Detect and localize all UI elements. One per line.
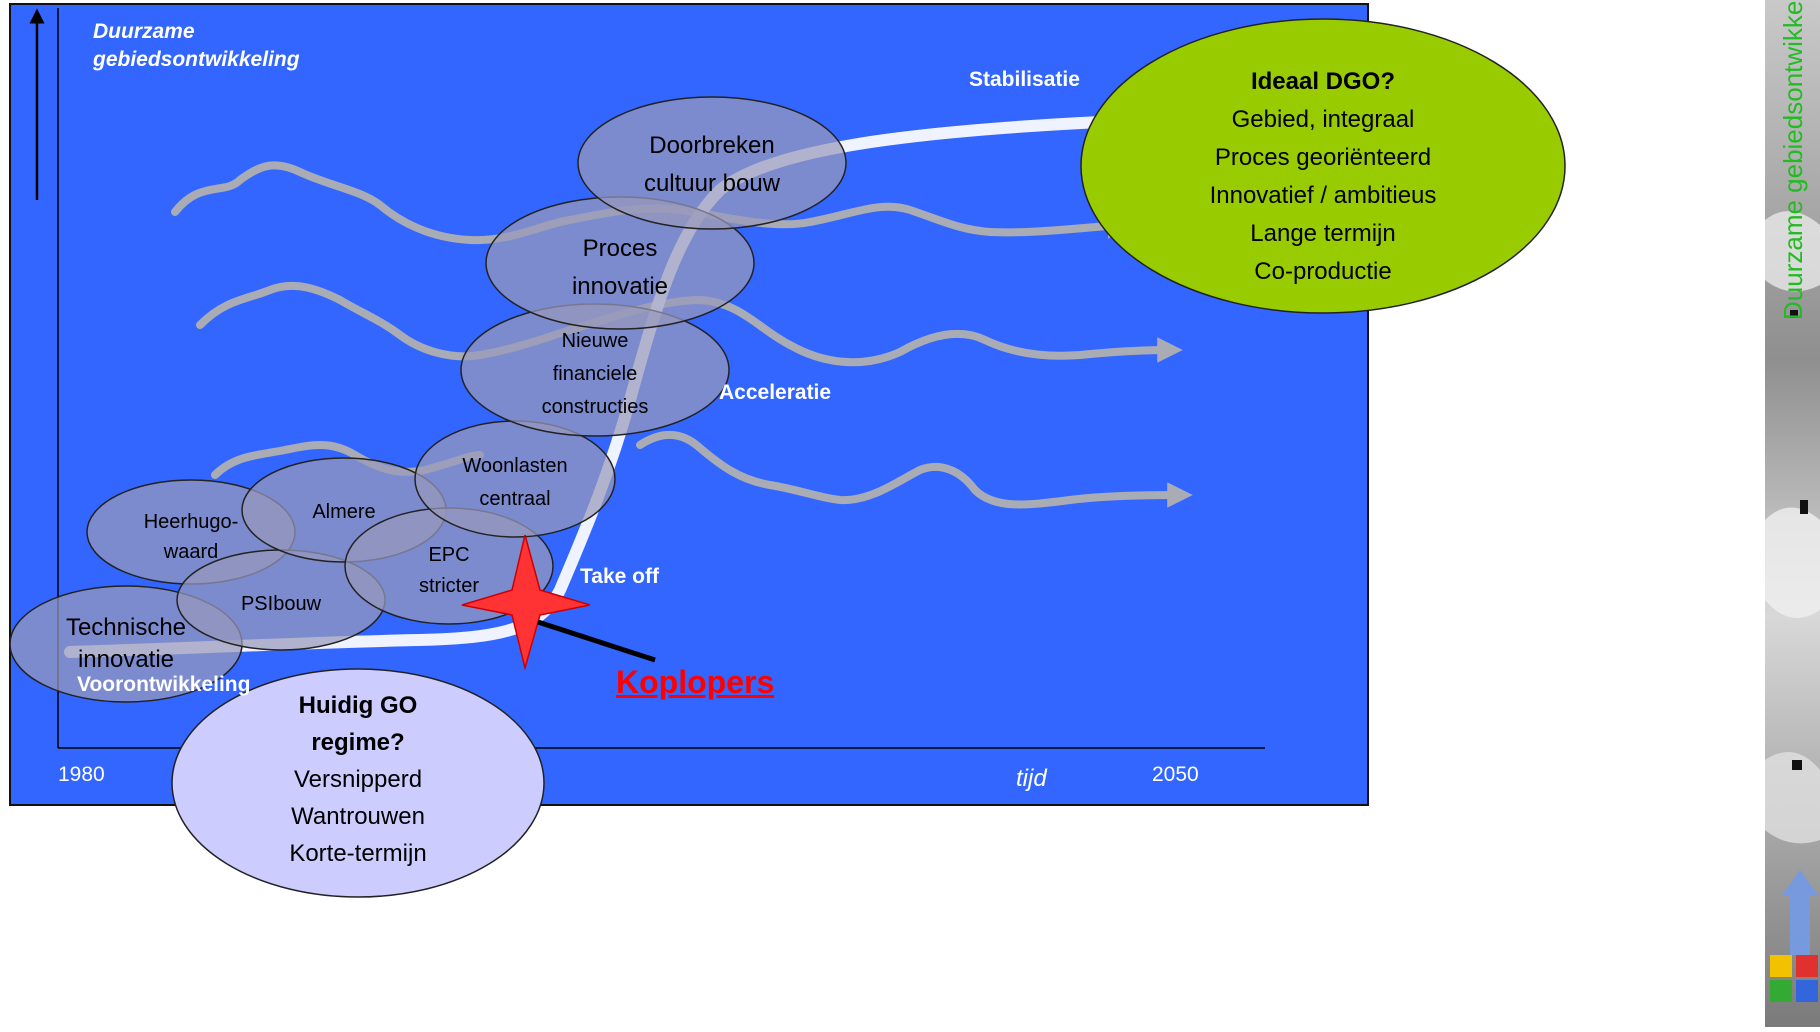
current-item: Wantrouwen [291,803,425,830]
label-doorbreken-cultuur-bouw: Doorbreken cultuur bouw [578,127,846,203]
koplopers-label: Koplopers [616,664,775,700]
y-axis-title: Duurzame gebiedsontwikkeling [93,18,300,74]
ideal-item: Co-productie [1254,258,1392,285]
phase-predevelopment: Voorontwikkeling [77,673,251,696]
label-nieuwe-financiele-constructies: Nieuwe financiele constructies [461,325,729,424]
phase-acceleration: Acceleratie [719,381,832,404]
current-regime-bubble [171,668,545,898]
label-line: waard [163,541,219,563]
label-line: Heerhugo- [143,511,239,533]
current-title-line-1: Huidig GO [298,692,418,719]
ideal-item: Lange termijn [1250,220,1396,247]
label-line: Doorbreken [649,132,775,159]
label-line: constructies [541,396,649,418]
ideal-item: Innovatief / ambitieus [1209,182,1437,209]
wave-bottom-right [636,430,1193,509]
label-epc-stricter: EPC stricter [345,540,553,602]
project-ellipses [9,96,847,703]
x-end-label: 2050 [1152,763,1199,786]
star-icon [461,534,591,671]
label-line: centraal [479,488,551,510]
label-almere: Almere [242,499,446,525]
label-psibouw: PSIbouw [177,591,385,617]
label-line: innovatie [571,273,669,300]
ideal-text: Ideaal DGO? Gebied, integraal Proces geo… [1120,63,1526,291]
label-line: Technische [65,614,187,641]
phase-stabilization: Stabilisatie [969,68,1080,91]
label-woonlasten-centraal: Woonlasten centraal [415,450,615,516]
label-technische-innovatie: Technische innovatie [10,612,242,676]
label-line: Almere [312,501,376,523]
current-title-line-2: regime? [311,729,405,756]
ideal-item: Proces georiënteerd [1214,144,1432,171]
koplopers-pointer [537,619,656,663]
puzzle-icon [1770,870,1818,1002]
ellipse-doorbreken-cultuur-bouw [577,96,847,230]
ideal-bubble [1080,18,1566,314]
label-line: innovatie [77,646,175,673]
current-regime-text: Huidig GO regime? Versnipperd Wantrouwen… [200,687,516,872]
x-axis-label: tijd [1016,765,1047,792]
side-panel [1765,0,1820,1027]
current-item: Korte-termijn [289,840,427,867]
label-line: financiele [552,363,638,385]
phase-takeoff: Take off [580,565,659,588]
label-line: EPC [428,544,470,566]
current-item: Versnipperd [293,766,423,793]
ideal-item: Gebied, integraal [1231,106,1415,133]
label-heerhugowaard: Heerhugo- waard [87,507,295,567]
label-proces-innovatie: Proces innovatie [486,230,754,306]
x-start-label: 1980 [58,763,105,786]
label-line: stricter [419,575,479,597]
y-axis-title-line-2: gebiedsontwikkeling [93,48,300,71]
label-line: Proces [582,235,658,262]
label-line: Nieuwe [561,330,629,352]
label-line: cultuur bouw [643,170,781,197]
y-axis-title-line-1: Duurzame [93,20,195,43]
side-panel-vertical-text: Duurzame gebiedsontwikkeling [1778,0,1808,320]
ideal-title: Ideaal DGO? [1250,68,1396,95]
label-line: PSIbouw [240,593,322,615]
label-line: Woonlasten [462,455,568,477]
